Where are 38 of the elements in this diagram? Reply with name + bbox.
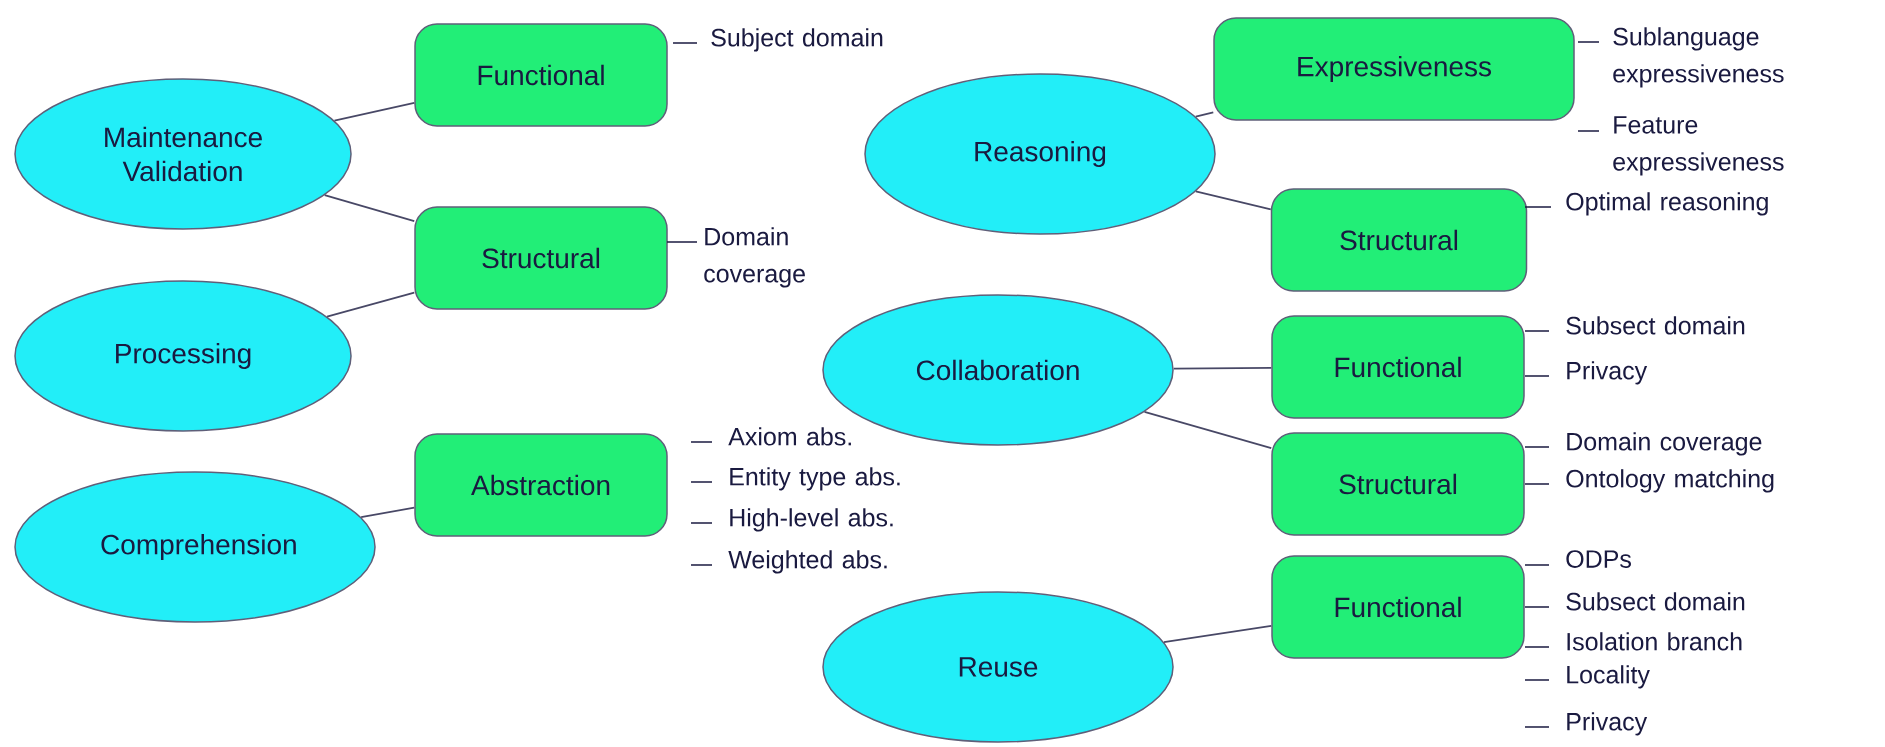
list-item: Sublanguage expressiveness [1577, 27, 1784, 88]
connector-line [1172, 367, 1273, 370]
connector-line [1194, 111, 1215, 118]
rounded-box: Functional [1271, 555, 1525, 659]
list-item: Locality [1524, 665, 1650, 689]
list-item: Subsect domain [1524, 592, 1745, 611]
ellipse-node: Maintenance Validation [14, 78, 352, 230]
connector-line [360, 506, 416, 519]
list-item: Subject domain [672, 28, 883, 52]
list-item: Feature expressiveness [1577, 116, 1784, 176]
list-item: Entity type abs. [690, 467, 900, 491]
ellipse-node: Reuse [822, 591, 1174, 743]
list-item: Domain coverage [666, 227, 805, 288]
ellipse-node: Reasoning [864, 73, 1216, 235]
rounded-box: Expressiveness [1213, 17, 1575, 121]
ellipse-node: Processing [14, 280, 352, 432]
connector-line [1163, 625, 1273, 643]
list-item: Privacy [1524, 361, 1648, 385]
connector-line [323, 194, 416, 223]
rounded-box: Structural [1271, 432, 1525, 536]
list-item: Weighted abs. [690, 550, 887, 574]
rounded-box: Abstraction [414, 433, 668, 537]
connector-line [1143, 410, 1273, 449]
list-item: Ontology matching [1524, 469, 1774, 493]
list-item: High-level abs. [690, 508, 893, 532]
list-item: Domain coverage [1524, 432, 1762, 456]
list-item: Isolation branch [1524, 632, 1742, 651]
rounded-box: Structural [1270, 188, 1528, 292]
connector-line [333, 102, 416, 122]
connector-line [1194, 190, 1272, 211]
rounded-box: Structural [414, 206, 668, 310]
ellipse-node: Comprehension [14, 471, 376, 623]
connector-line [326, 291, 416, 318]
rounded-box: Functional [414, 23, 668, 127]
rounded-box: Functional [1271, 315, 1525, 419]
list-item: ODPs [1524, 550, 1631, 568]
list-item: Privacy [1524, 712, 1648, 736]
list-item: Subsect domain [1524, 316, 1745, 335]
